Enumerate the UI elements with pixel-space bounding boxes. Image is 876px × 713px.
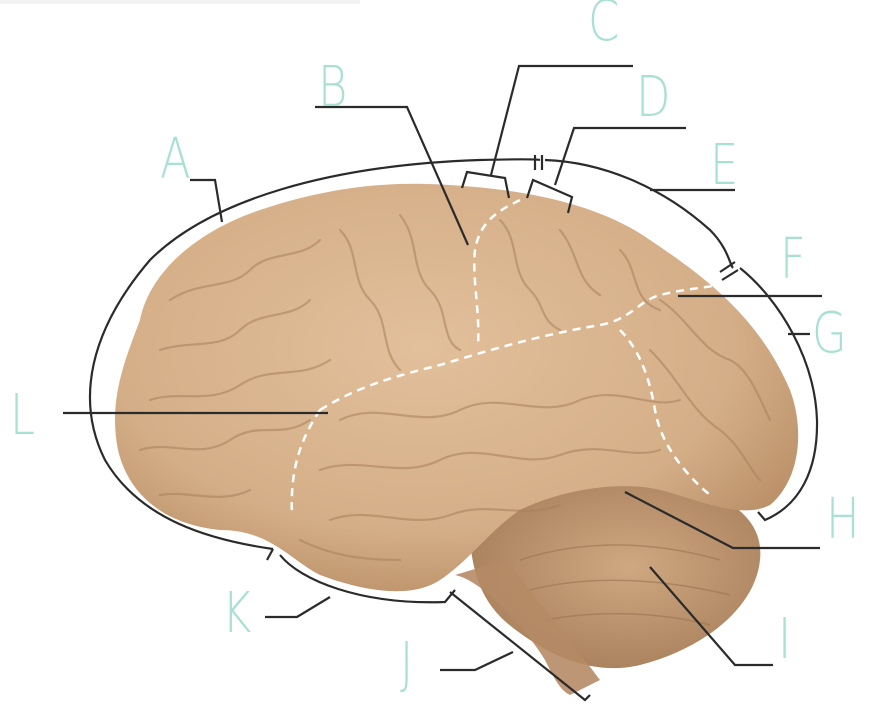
brainstem (455, 560, 600, 695)
lobe-boundaries (290, 198, 721, 516)
label-k[interactable]: K (222, 581, 252, 646)
label-g[interactable]: G (812, 301, 847, 366)
leader-lines (63, 64, 822, 702)
label-e[interactable]: E (710, 133, 739, 198)
label-l[interactable]: L (10, 383, 35, 448)
label-a[interactable]: A (160, 127, 191, 192)
label-h[interactable]: H (826, 487, 860, 552)
label-c[interactable]: C (588, 0, 620, 54)
cropped-header-strip (0, 0, 360, 4)
label-d[interactable]: D (636, 65, 671, 130)
cerebrum (115, 183, 799, 592)
label-b[interactable]: B (318, 55, 348, 120)
label-j[interactable]: J (400, 631, 414, 696)
label-i[interactable]: I (778, 607, 792, 672)
label-f[interactable]: F (780, 227, 806, 292)
